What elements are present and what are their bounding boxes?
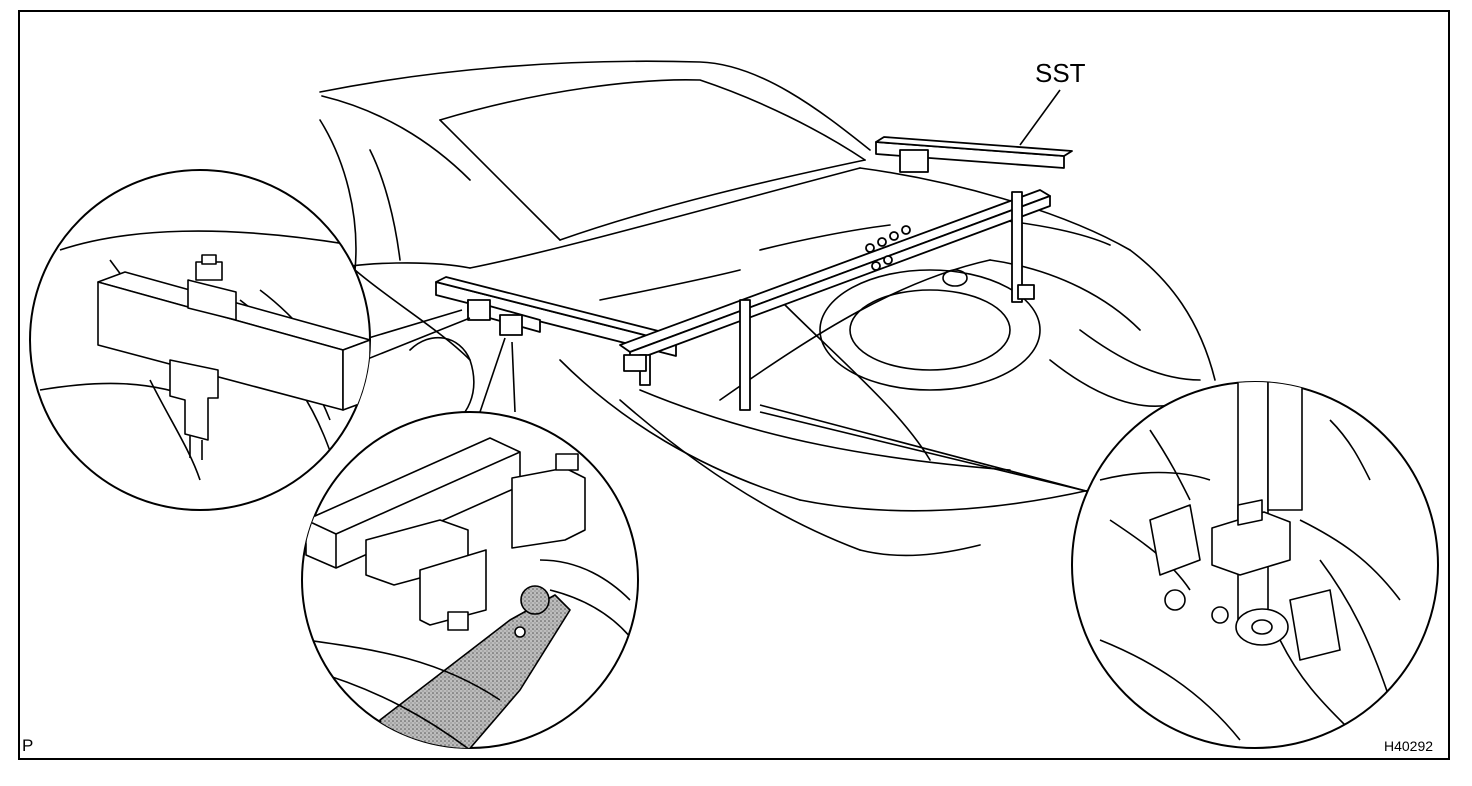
detail-circle-bottom — [301, 411, 639, 749]
detail-circle-left — [29, 169, 371, 511]
car-body — [319, 60, 1216, 557]
sst-leader-line — [1019, 89, 1061, 146]
corner-mark: P — [22, 736, 34, 755]
detail-circle-right — [1071, 381, 1439, 749]
sst-callout-label: SST — [1035, 58, 1086, 88]
figure-code: H40292 — [1384, 738, 1434, 754]
sst-frame — [435, 136, 1073, 411]
